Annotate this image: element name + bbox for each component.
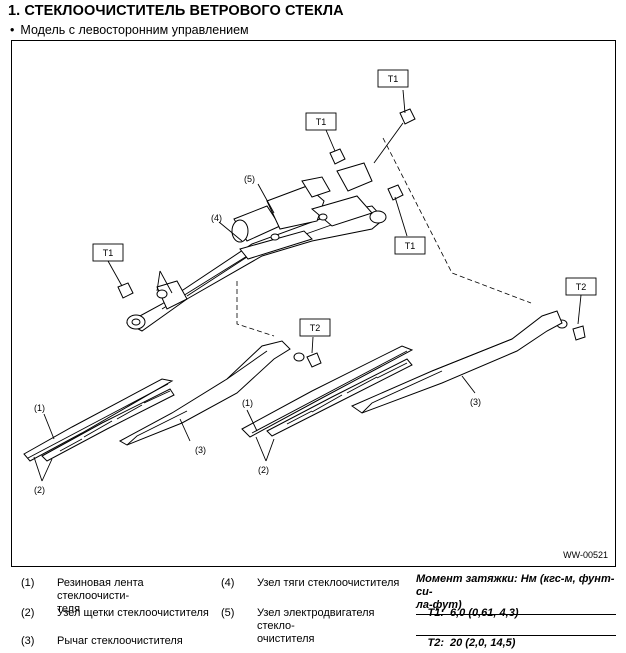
leader-lines bbox=[33, 89, 582, 482]
torque-row-t2: T2: 20 (2,0, 14,5) bbox=[416, 635, 616, 649]
callout-5: (5) bbox=[244, 174, 255, 184]
callout-box-t1-mid bbox=[305, 112, 337, 131]
linkage-assembly bbox=[125, 205, 387, 332]
motor-assembly bbox=[231, 162, 373, 243]
page-title: 1. СТЕКЛООЧИСТИТЕЛЬ ВЕТРОВОГО СТЕКЛА bbox=[8, 3, 344, 19]
callout-t1-mid: T1 bbox=[316, 117, 327, 127]
callout-1-left: (1) bbox=[34, 403, 45, 413]
callout-2-right: (2) bbox=[258, 465, 269, 475]
callout-t2-right: T2 bbox=[576, 282, 587, 292]
torque-value: 20 (2,0, 14,5) bbox=[450, 637, 516, 649]
parts-legend: (1) Резиновая лента стеклоочисти- теля (… bbox=[11, 573, 616, 651]
bullet: • bbox=[10, 23, 15, 37]
torque-spec: Момент затяжки: Нм (кгс-м, фунт-си- ла-ф… bbox=[416, 573, 616, 649]
wiper-arm-left bbox=[118, 340, 291, 446]
callout-3-right: (3) bbox=[470, 397, 481, 407]
callout-t1-right: T1 bbox=[405, 241, 416, 251]
legend-text: Резиновая лента стеклоочисти- теля bbox=[57, 577, 144, 615]
dashed-guide-left bbox=[236, 281, 275, 337]
bolt-t1-left bbox=[117, 282, 134, 299]
torque-value: 6,0 (0,61, 4,3) bbox=[450, 607, 519, 619]
legend-num: (1) bbox=[21, 577, 35, 589]
callout-box-t1-right bbox=[394, 236, 426, 255]
torque-header: Момент затяжки: Нм (кгс-м, фунт-си- ла-ф… bbox=[416, 573, 616, 615]
nut-t2-left bbox=[293, 352, 322, 368]
callout-4: (4) bbox=[211, 213, 222, 223]
subtitle-text: Модель с левосторонним управлением bbox=[20, 23, 249, 37]
wiper-arm-right bbox=[350, 310, 563, 414]
callout-box-t2-left bbox=[299, 318, 331, 337]
callout-box-t1-top bbox=[377, 69, 409, 88]
legend-text: Рычаг стеклоочистителя bbox=[57, 635, 183, 647]
callout-3-left: (3) bbox=[195, 445, 206, 455]
callout-1-right: (1) bbox=[242, 398, 253, 408]
callout-2-left: (2) bbox=[34, 485, 45, 495]
torque-key: T1: bbox=[427, 607, 445, 619]
legend-num: (4) bbox=[221, 577, 235, 589]
bolt-t1-mid bbox=[329, 148, 346, 165]
wiper-blade-right bbox=[241, 345, 414, 438]
callout-box-t1-left bbox=[92, 243, 124, 262]
callout-t1-left: T1 bbox=[103, 248, 114, 258]
wiper-diagram: T1 T1 T1 T1 T2 T2 (5) (4) (1) (2) (3) (1… bbox=[11, 40, 616, 567]
dashed-guide-right bbox=[382, 137, 532, 304]
callout-t2-left: T2 bbox=[310, 323, 321, 333]
diagram-svg: T1 T1 T1 T1 T2 T2 (5) (4) (1) (2) (3) (1… bbox=[23, 69, 597, 495]
page-subtitle: • Модель с левосторонним управлением bbox=[10, 23, 249, 37]
torque-row-t1: T1: 6,0 (0,61, 4,3) bbox=[416, 607, 616, 619]
figure-id: WW-00521 bbox=[563, 550, 608, 560]
torque-key: T2: bbox=[427, 637, 445, 649]
callout-box-t2-right bbox=[565, 277, 597, 296]
legend-num: (3) bbox=[21, 635, 35, 647]
legend-num: (5) bbox=[221, 607, 235, 619]
callout-t1-top: T1 bbox=[388, 74, 399, 84]
legend-num: (2) bbox=[21, 607, 35, 619]
legend-text: Узел электродвигателя стекло- очистителя bbox=[257, 607, 375, 645]
legend-text: Узел тяги стеклоочистителя bbox=[257, 577, 400, 589]
wiper-blade-left bbox=[23, 378, 175, 462]
bolt-t1-right bbox=[387, 184, 404, 201]
legend-text: Узел щетки стеклоочистителя bbox=[57, 607, 209, 619]
bolt-t1-top bbox=[373, 108, 416, 164]
